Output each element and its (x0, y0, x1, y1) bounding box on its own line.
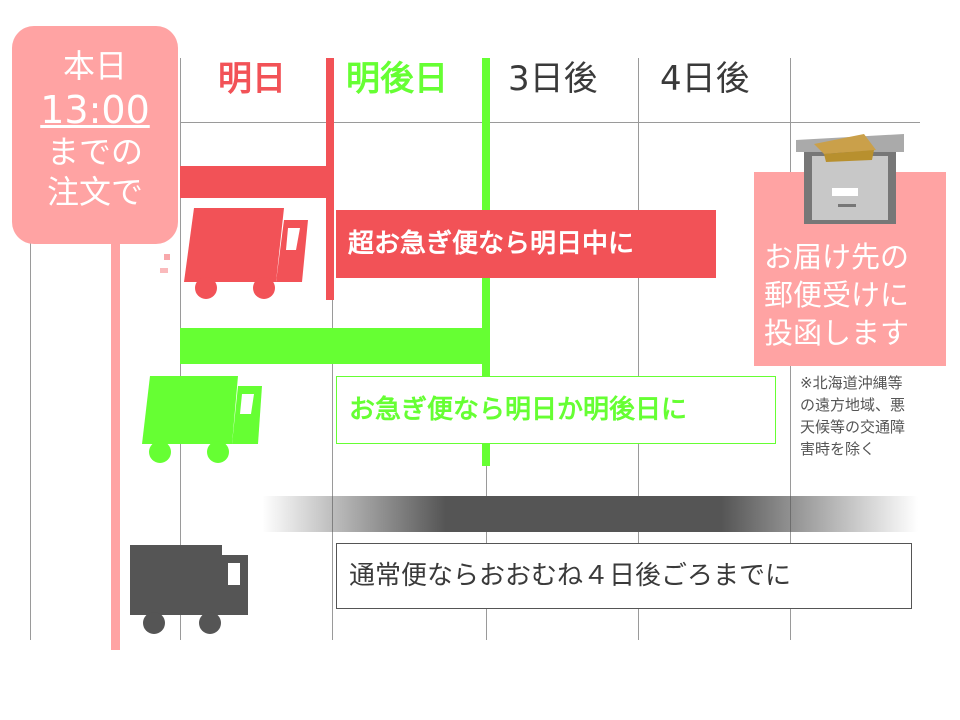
truck-icon (130, 545, 248, 634)
footnote-line-4: 害時を除く (800, 440, 876, 458)
normal-bar (262, 496, 918, 532)
day-label-tomorrow: 明日 (218, 59, 286, 99)
truck-icon (160, 208, 308, 299)
notice-line-2: 郵便受けに (764, 278, 910, 312)
day-label-3-days: 3日後 (508, 59, 598, 99)
badge-line-until: までの (46, 133, 143, 171)
express-bar (180, 166, 330, 198)
notice-line-3: 投函します (764, 316, 910, 350)
footnote-line-1: ※北海道沖縄等 (800, 374, 903, 392)
grid-line (638, 58, 639, 640)
mailbox-icon (796, 134, 904, 224)
deadline-pointer (111, 232, 120, 650)
express-deadline-line (326, 58, 334, 300)
header-divider (180, 122, 920, 123)
rush-bar (180, 328, 488, 364)
normal-service-label: 通常便ならおおむね４日後ごろまでに (336, 543, 912, 609)
badge-line-order: 注文で (46, 173, 143, 211)
badge-time: 13:00 (40, 88, 150, 132)
grid-line (30, 230, 31, 640)
badge-line-today: 本日 (62, 47, 127, 85)
footnote: ※北海道沖縄等 の遠方地域、悪 天候等の交通障 害時を除く (800, 372, 950, 460)
day-label-day-after: 明後日 (346, 59, 448, 99)
order-deadline-badge: 本日 13:00 までの 注文で (12, 26, 178, 244)
truck-icon (142, 376, 262, 463)
express-service-label: 超お急ぎ便なら明日中に (336, 210, 716, 278)
footnote-line-2: の遠方地域、悪 (800, 396, 906, 414)
notice-line-1: お届け先の (764, 240, 910, 274)
day-label-4-days: 4日後 (660, 59, 750, 99)
rush-service-label: お急ぎ便なら明日か明後日に (336, 376, 776, 444)
footnote-line-3: 天候等の交通障 (800, 418, 906, 436)
